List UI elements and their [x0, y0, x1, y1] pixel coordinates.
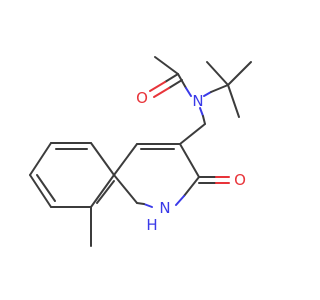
- bond-n-ch2-n: [199, 107, 204, 117]
- bond-acetyl-methyl: [154, 56, 179, 75]
- bond-amide-n: [185, 87, 192, 97]
- bond-carbonyl-carbon-2: [168, 79, 183, 89]
- bond-n1-c2: [175, 195, 185, 206]
- bond-carbonyl-o-1: [149, 81, 166, 92]
- bond-carbonyl-o-2: [153, 87, 170, 98]
- bond-n-tbu-n: [203, 91, 212, 97]
- bond-c4-c4a: [113, 143, 138, 176]
- bond-tbu-methyl-1: [206, 61, 229, 86]
- bond-c2-n1: [183, 176, 200, 197]
- bond-c4a-c5: [90, 142, 115, 176]
- atom-n-amide: N: [192, 92, 203, 110]
- atom-o-acetyl: O: [136, 89, 148, 107]
- bond-n-tbu-c: [210, 84, 229, 93]
- bond-tbu-methyl-2: [227, 61, 252, 86]
- bond-c8a-c4a: [90, 174, 115, 208]
- bond-n1-c8a-n: [143, 203, 153, 208]
- molecule-structure: O N O H N: [29, 56, 252, 247]
- atom-h-ring: H: [146, 216, 157, 234]
- atom-n-ring: N: [159, 199, 170, 217]
- bond-tbu-methyl-3: [227, 84, 240, 118]
- bond-n1-c8a-c: [136, 202, 145, 205]
- bond-n-ch2-c: [202, 115, 206, 125]
- bond-c7-c8-inner: [36, 174, 56, 202]
- bond-c8a-n1-link: [113, 174, 138, 204]
- bond-c7-c8: [29, 174, 52, 208]
- bond-c3-c2: [179, 143, 200, 178]
- bond-ch2-ring: [179, 123, 206, 145]
- bond-amide-c: [177, 73, 187, 89]
- atom-o-lactam: O: [234, 171, 246, 189]
- bond-c6-c7: [29, 142, 52, 176]
- bond-c8a-c4a-inner: [96, 180, 115, 204]
- bond-carbonyl-carbon: [164, 73, 179, 83]
